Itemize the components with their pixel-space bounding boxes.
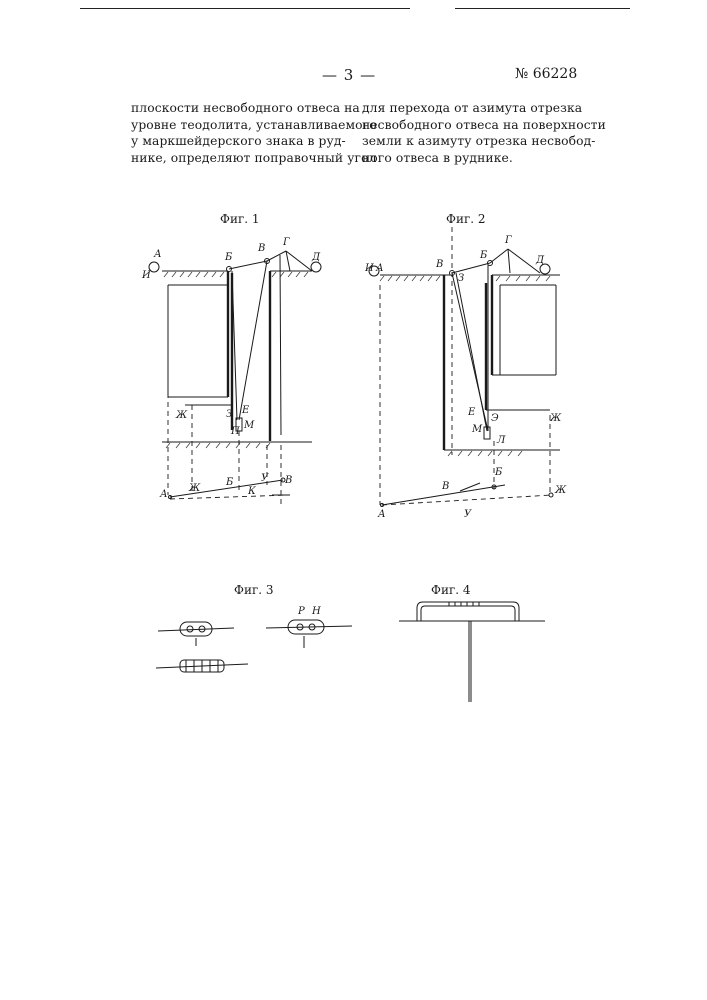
figure-3-caption: Фиг. 3 (234, 583, 274, 597)
figure-2: Фиг. 2 И А В З Б Г (360, 205, 570, 525)
svg-text:В: В (257, 243, 265, 254)
svg-text:А: А (377, 509, 386, 520)
figure-4-caption: Фиг. 4 (431, 583, 471, 597)
figure-1: Фиг. 1 А Б В Г Д (140, 205, 315, 510)
svg-text:П: П (230, 426, 240, 437)
text-column-right: для перехода от азимута отрезка несвобод… (362, 100, 576, 166)
svg-text:А: А (159, 489, 168, 500)
svg-text:И: И (364, 263, 374, 274)
svg-text:У: У (261, 473, 269, 484)
svg-text:Е: Е (467, 407, 476, 418)
svg-text:Ж: Ж (188, 483, 201, 494)
top-rule-left (80, 8, 410, 9)
svg-text:Д: Д (535, 255, 545, 266)
svg-text:В: В (435, 259, 443, 270)
svg-text:Э: Э (491, 413, 499, 424)
svg-text:Н: Н (311, 606, 321, 617)
svg-text:Г: Г (282, 237, 290, 248)
svg-text:Ж: Ж (554, 485, 567, 496)
svg-text:М: М (471, 424, 483, 435)
svg-text:З: З (458, 273, 464, 284)
page-number: — 3 — (322, 66, 376, 84)
figure-2-caption: Фиг. 2 (446, 212, 486, 226)
svg-text:Б: Б (224, 252, 233, 263)
svg-text:В: В (284, 475, 292, 486)
svg-text:Б: Б (494, 467, 503, 478)
svg-text:А: А (153, 249, 162, 260)
svg-text:А: А (375, 263, 384, 274)
svg-text:Ж: Ж (175, 410, 188, 421)
svg-text:У: У (464, 509, 472, 520)
svg-text:Д: Д (311, 252, 321, 263)
figure-3: Фиг. 3 Р Н (150, 580, 360, 690)
svg-text:И: И (141, 270, 151, 281)
svg-text:З: З (226, 409, 232, 420)
svg-text:К: К (247, 486, 256, 497)
svg-text:Е: Е (241, 405, 250, 416)
svg-text:В: В (441, 481, 449, 492)
svg-text:Б: Б (479, 250, 488, 261)
patent-number: № 66228 (515, 66, 577, 82)
figure-1-caption: Фиг. 1 (220, 212, 260, 226)
svg-text:Г: Г (504, 235, 512, 246)
svg-text:Л: Л (496, 435, 506, 446)
svg-text:М: М (243, 420, 255, 431)
svg-text:Б: Б (225, 477, 234, 488)
top-rule-right (455, 8, 630, 9)
text-column-left: плоскости несвободного отвеса на уровне … (131, 100, 345, 166)
svg-text:Р: Р (297, 606, 305, 617)
svg-text:Ж: Ж (549, 413, 562, 424)
figure-4: Фиг. 4 (395, 580, 555, 705)
